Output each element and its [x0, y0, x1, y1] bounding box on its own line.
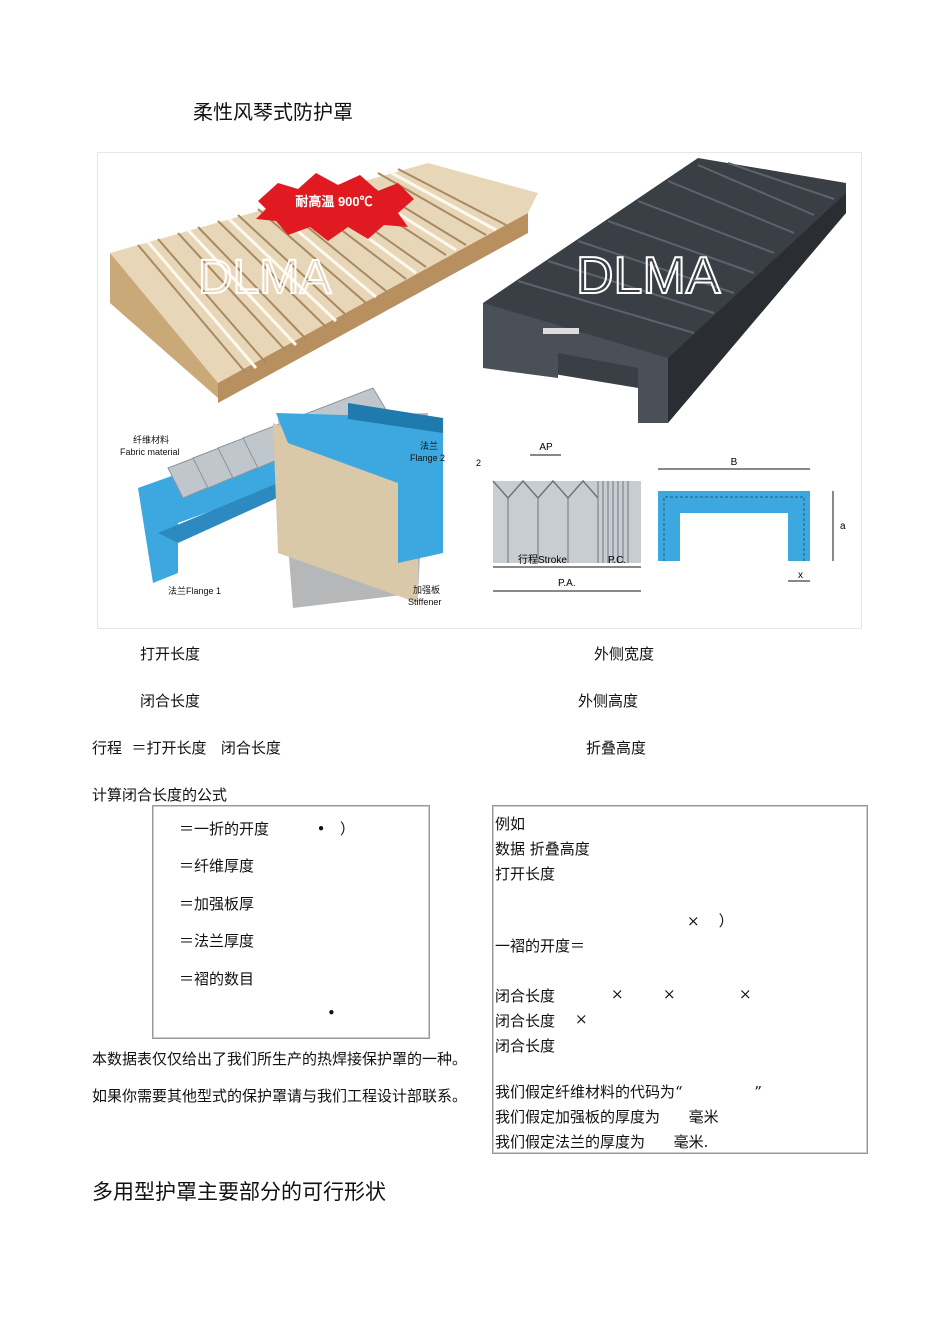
formula-line-flange: ＝法兰厚度	[179, 932, 255, 950]
example-closed-length-3: 闭合长度	[495, 1037, 556, 1055]
temperature-badge: 耐高温 900℃	[256, 173, 414, 241]
formula-line-pleats: ＝褶的数目	[179, 970, 255, 988]
side-view-diagram: AP 2 行程Stroke P.C. P.A.	[476, 442, 641, 592]
fold-dim-label: 2	[476, 458, 481, 468]
note-line-1: 本数据表仅仅给出了我们所生产的热焊接保护罩的一种。	[92, 1050, 468, 1068]
x-label: x	[798, 570, 803, 581]
example-data: 数据 折叠高度	[495, 840, 590, 858]
stroke-label: 行程Stroke	[518, 553, 567, 566]
example-multiply: × ）	[687, 912, 734, 930]
example-fabric-code: 我们假定纤维材料的代码为“ ”	[495, 1083, 762, 1101]
flange2-en: Flange 2	[410, 453, 445, 463]
formula-dot: •	[327, 1004, 336, 1022]
fold-height-label: 折叠高度	[586, 739, 647, 757]
fabric-cn: 纤维材料	[133, 434, 169, 445]
black-bellows-image	[483, 158, 846, 423]
exploded-diagram: 纤维材料 Fabric material 法兰 Flange 2 法兰Flang…	[120, 387, 445, 608]
example-times-1: ×	[611, 985, 624, 1003]
stroke-formula: 行程 ＝打开长度 闭合长度	[92, 739, 281, 757]
example-title: 例如	[495, 815, 526, 833]
example-pleat-opening: 一褶的开度＝	[495, 937, 586, 955]
fabric-en: Fabric material	[120, 447, 180, 457]
formula-line-fold: ＝一折的开度 • ）	[179, 820, 355, 838]
cross-section-diagram: B a x	[658, 457, 846, 582]
flange2-cn: 法兰	[420, 440, 438, 451]
closed-length-label: 闭合长度	[140, 692, 201, 710]
formula-box: ＝一折的开度 • ） ＝纤维厚度 ＝加强板厚 ＝法兰厚度 ＝褶的数目 •	[152, 805, 430, 1039]
formula-title: 计算闭合长度的公式	[92, 786, 228, 804]
section-heading: 多用型护罩主要部分的可行形状	[92, 1180, 386, 1204]
example-box: 例如 数据 折叠高度 打开长度 × ） 一褶的开度＝ 闭合长度 × × × 闭合…	[492, 805, 868, 1154]
example-times-2: ×	[663, 985, 676, 1003]
outer-height-label: 外侧高度	[578, 692, 639, 710]
example-flange-thickness: 我们假定法兰的厚度为 毫米.	[495, 1133, 709, 1151]
stiffener-en: Stiffener	[408, 597, 441, 607]
ap-label: AP	[539, 442, 553, 453]
open-length-label: 打开长度	[140, 645, 201, 663]
page-title: 柔性风琴式防护罩	[193, 100, 353, 124]
badge-text: 耐高温 900℃	[295, 194, 372, 209]
watermark-right: DLMA	[576, 247, 721, 305]
a-label: a	[840, 521, 846, 532]
example-stiffener-thickness: 我们假定加强板的厚度为 毫米	[495, 1108, 719, 1126]
example-times-4: ×	[575, 1010, 588, 1028]
b-label: B	[731, 457, 738, 468]
formula-line-fabric: ＝纤维厚度	[179, 857, 255, 875]
watermark-left: DLMA	[198, 251, 331, 304]
example-times-3: ×	[739, 985, 752, 1003]
flange1-label: 法兰Flange 1	[168, 585, 221, 596]
stiffener-cn: 加强板	[413, 584, 440, 595]
product-figure: 耐高温 900℃ DLMA DLMA	[97, 152, 862, 629]
bellows-illustration: 耐高温 900℃ DLMA DLMA	[110, 158, 846, 608]
pc-label: P.C.	[608, 555, 626, 566]
formula-line-stiffener: ＝加强板厚	[179, 895, 255, 913]
note-line-2: 如果你需要其他型式的保护罩请与我们工程设计部联系。	[92, 1087, 468, 1105]
example-closed-length-2: 闭合长度	[495, 1012, 556, 1030]
pa-label: P.A.	[558, 578, 576, 589]
example-closed-length-1: 闭合长度	[495, 987, 556, 1005]
example-open-length: 打开长度	[495, 865, 556, 883]
outer-width-label: 外侧宽度	[594, 645, 655, 663]
